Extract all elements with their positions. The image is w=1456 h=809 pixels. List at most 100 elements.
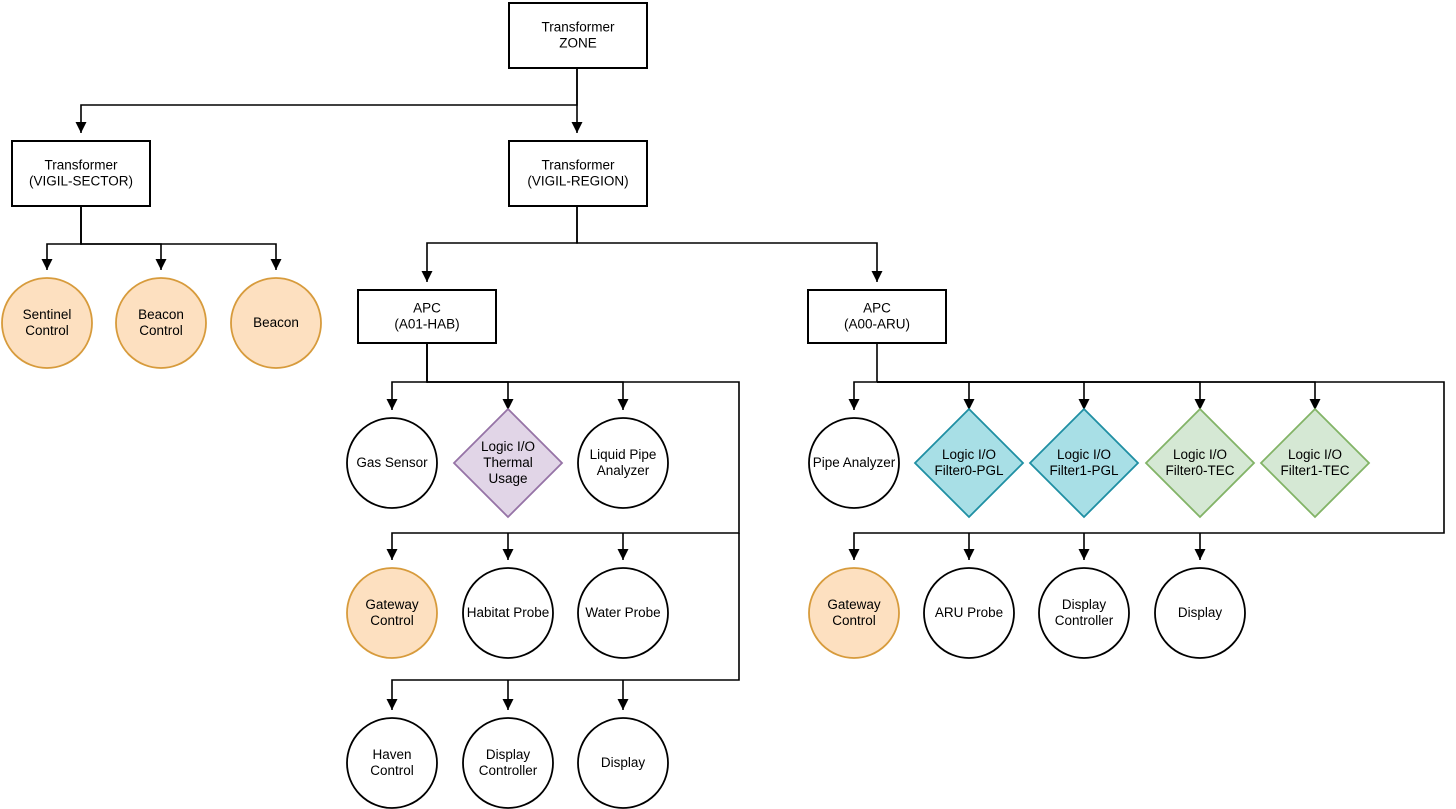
arrow-head bbox=[848, 549, 860, 560]
edge-apc-hab-to-liquid-pipe bbox=[426, 343, 629, 410]
node-shape-diamond[interactable] bbox=[1259, 407, 1371, 519]
node-aru-probe[interactable]: ARU Probe bbox=[923, 567, 1015, 659]
arrow-head bbox=[871, 271, 883, 282]
arrow-head bbox=[386, 549, 398, 560]
arrow-head bbox=[617, 549, 629, 560]
node-beacon[interactable]: Beacon bbox=[230, 277, 322, 369]
edge-region-to-apc-aru bbox=[576, 206, 883, 282]
node-shape-circle[interactable] bbox=[462, 717, 554, 809]
arrow-head bbox=[617, 699, 629, 710]
edges-layer bbox=[41, 68, 1445, 710]
node-shape-circle[interactable] bbox=[577, 417, 669, 509]
node-shape-diamond[interactable] bbox=[913, 407, 1025, 519]
node-shape-circle[interactable] bbox=[808, 417, 900, 509]
edge-apc-hab-wrap-1 bbox=[386, 381, 740, 560]
arrow-head bbox=[502, 399, 514, 410]
node-shape-rect[interactable] bbox=[508, 140, 648, 207]
edge-apc-hab-to-logic-thermal bbox=[426, 343, 514, 410]
arrow-head bbox=[1078, 549, 1090, 560]
edge-apc-aru-to-aru-probe bbox=[963, 533, 975, 560]
edge-apc-aru-to-filter1-tec bbox=[877, 381, 1321, 410]
edge-apc-hab-to-habitat-probe bbox=[502, 533, 514, 560]
node-shape-circle[interactable] bbox=[577, 717, 669, 809]
edge-apc-aru-to-display-ctrl bbox=[1078, 533, 1090, 560]
edge-apc-hab-to-water-probe bbox=[617, 533, 629, 560]
arrow-head bbox=[41, 259, 53, 270]
node-shape-rect[interactable] bbox=[11, 140, 151, 207]
arrow-head bbox=[155, 259, 167, 270]
edge-apc-aru-to-filter1-pgl bbox=[877, 381, 1090, 410]
arrow-head bbox=[75, 122, 87, 133]
edge-apc-hab-to-gas-sensor bbox=[386, 343, 428, 410]
arrow-head bbox=[270, 259, 282, 270]
node-apc-a01-hab[interactable]: APC(A01-HAB) bbox=[357, 289, 497, 344]
node-display-hab[interactable]: Display bbox=[577, 717, 669, 809]
edge-apc-aru-wrap-1 bbox=[848, 381, 1445, 560]
node-apc-a00-aru[interactable]: APC(A00-ARU) bbox=[807, 289, 947, 344]
node-pipe-analyzer[interactable]: Pipe Analyzer bbox=[808, 417, 900, 509]
node-shape-rect[interactable] bbox=[807, 289, 947, 344]
node-gas-sensor[interactable]: Gas Sensor bbox=[346, 417, 438, 509]
node-water-probe[interactable]: Water Probe bbox=[577, 567, 669, 659]
arrow-head bbox=[617, 399, 629, 410]
edge-sector-to-beacon-control bbox=[80, 206, 167, 270]
edge-apc-aru-to-pipe-analyzer bbox=[848, 343, 878, 410]
arrow-head bbox=[386, 699, 398, 710]
node-shape-circle[interactable] bbox=[1154, 567, 1246, 659]
node-habitat-probe[interactable]: Habitat Probe bbox=[462, 567, 554, 659]
node-shape-circle[interactable] bbox=[346, 417, 438, 509]
node-shape-diamond[interactable] bbox=[1144, 407, 1256, 519]
node-shape-circle[interactable] bbox=[115, 277, 207, 369]
arrow-head bbox=[502, 699, 514, 710]
arrow-head bbox=[1309, 399, 1321, 410]
node-shape-circle[interactable] bbox=[808, 567, 900, 659]
arrow-head bbox=[848, 399, 860, 410]
node-shape-circle[interactable] bbox=[462, 567, 554, 659]
edge-apc-hab-wrap-2 bbox=[386, 533, 740, 710]
node-shape-circle[interactable] bbox=[1, 277, 93, 369]
edge-region-to-apc-hab bbox=[421, 206, 578, 282]
edge-apc-hab-to-display bbox=[617, 680, 629, 710]
node-shape-rect[interactable] bbox=[508, 2, 648, 69]
arrow-head bbox=[1194, 399, 1206, 410]
edge-apc-aru-to-filter0-pgl bbox=[877, 381, 975, 410]
node-vigil-sector[interactable]: Transformer(VIGIL-SECTOR) bbox=[11, 140, 151, 207]
node-shape-diamond[interactable] bbox=[452, 407, 564, 519]
node-display-aru[interactable]: Display bbox=[1154, 567, 1246, 659]
node-shape-circle[interactable] bbox=[1038, 567, 1130, 659]
arrow-head bbox=[963, 399, 975, 410]
arrow-head bbox=[1194, 549, 1206, 560]
arrow-head bbox=[1078, 399, 1090, 410]
node-shape-circle[interactable] bbox=[346, 717, 438, 809]
node-shape-circle[interactable] bbox=[346, 567, 438, 659]
arrow-head bbox=[502, 549, 514, 560]
edge-apc-hab-to-display-controller bbox=[502, 680, 514, 710]
edge-apc-aru-to-display bbox=[1194, 533, 1206, 560]
node-shape-circle[interactable] bbox=[923, 567, 1015, 659]
node-vigil-region[interactable]: Transformer(VIGIL-REGION) bbox=[508, 140, 648, 207]
arrow-head bbox=[963, 549, 975, 560]
edge-sector-to-beacon bbox=[80, 206, 282, 270]
node-shape-circle[interactable] bbox=[577, 567, 669, 659]
arrow-head bbox=[386, 399, 398, 410]
edge-zone-to-sector bbox=[75, 68, 578, 133]
node-shape-diamond[interactable] bbox=[1028, 407, 1140, 519]
node-shape-rect[interactable] bbox=[357, 289, 497, 344]
node-shape-circle[interactable] bbox=[230, 277, 322, 369]
